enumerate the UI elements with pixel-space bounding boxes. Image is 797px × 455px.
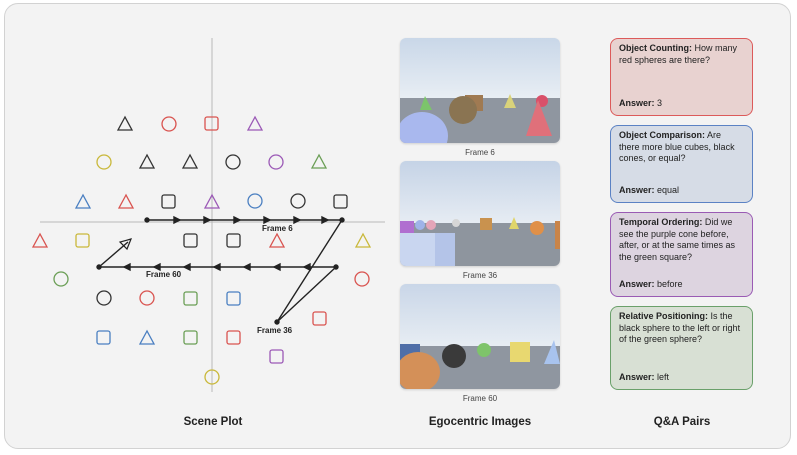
scene-plot-title: Scene Plot	[183, 416, 243, 428]
blue-triangle	[138, 329, 156, 345]
qa-question: How many red spheres are there?	[619, 43, 738, 65]
qa-card-comparison: Object Comparison: Are there more blue c…	[610, 125, 753, 203]
black-square	[226, 233, 241, 248]
black-circle	[290, 193, 306, 209]
answer-label: Answer:	[619, 371, 655, 382]
qa-question: Did we see the purple cone before, after…	[619, 217, 736, 262]
qa-type: Temporal Ordering:	[619, 217, 703, 227]
frame-36-caption: Frame 36	[462, 271, 498, 280]
blue-triangle	[74, 193, 92, 209]
green-triangle	[310, 153, 328, 169]
qa-answer: left	[657, 371, 670, 382]
black-square	[183, 233, 198, 248]
blue-square	[96, 330, 111, 345]
green-circle	[53, 271, 69, 287]
purple-triangle	[246, 115, 264, 131]
ego-frame-36	[400, 161, 560, 266]
qa-question: Are there more blue cubes, black cones, …	[619, 130, 735, 163]
camera-trajectory	[96, 215, 345, 325]
frame-60-label: Frame 60	[146, 270, 182, 279]
green-square	[183, 330, 198, 345]
egocentric-title: Egocentric Images	[428, 416, 532, 428]
ego-frame-60	[400, 284, 560, 389]
answer-label: Answer:	[619, 97, 655, 108]
yellow-triangle	[354, 232, 372, 248]
green-square	[183, 291, 198, 306]
yellow-circle	[96, 154, 112, 170]
qa-question: Is the black sphere to the left or right…	[619, 311, 741, 344]
black-square	[333, 194, 348, 209]
red-triangle	[117, 193, 135, 209]
frame-60-caption: Frame 60	[462, 394, 498, 403]
blue-circle	[247, 193, 263, 209]
black-triangle	[181, 153, 199, 169]
yellow-circle	[204, 369, 220, 385]
ego-frame-6	[400, 38, 560, 143]
black-circle	[96, 290, 112, 306]
qa-answer: 3	[657, 97, 663, 108]
frame-6-label: Frame 6	[262, 224, 293, 233]
qa-card-temporal: Temporal Ordering: Did we see the purple…	[610, 212, 753, 297]
red-circle	[354, 271, 370, 287]
frame-36-label: Frame 36	[257, 326, 293, 335]
qa-card-positioning: Relative Positioning: Is the black spher…	[610, 306, 753, 390]
purple-square	[269, 349, 284, 364]
qa-title: Q&A Pairs	[653, 416, 711, 428]
red-triangle	[31, 232, 49, 248]
black-circle	[225, 154, 241, 170]
yellow-square	[75, 233, 90, 248]
qa-answer: before	[657, 278, 683, 289]
red-triangle	[268, 232, 286, 248]
purple-circle	[268, 154, 284, 170]
red-circle	[161, 116, 177, 132]
frame-6-caption: Frame 6	[465, 148, 495, 157]
red-square	[312, 311, 327, 326]
answer-label: Answer:	[619, 184, 655, 195]
qa-card-counting: Object Counting: How many red spheres ar…	[610, 38, 753, 116]
answer-label: Answer:	[619, 278, 655, 289]
black-triangle	[116, 115, 134, 131]
black-triangle	[138, 153, 156, 169]
black-square	[161, 194, 176, 209]
qa-type: Relative Positioning:	[619, 311, 709, 321]
blue-square	[226, 291, 241, 306]
qa-type: Object Counting:	[619, 43, 692, 53]
qa-type: Object Comparison:	[619, 130, 706, 140]
qa-answer: equal	[657, 184, 680, 195]
purple-triangle	[203, 193, 221, 209]
red-square	[204, 116, 219, 131]
red-circle	[139, 290, 155, 306]
red-square	[226, 330, 241, 345]
